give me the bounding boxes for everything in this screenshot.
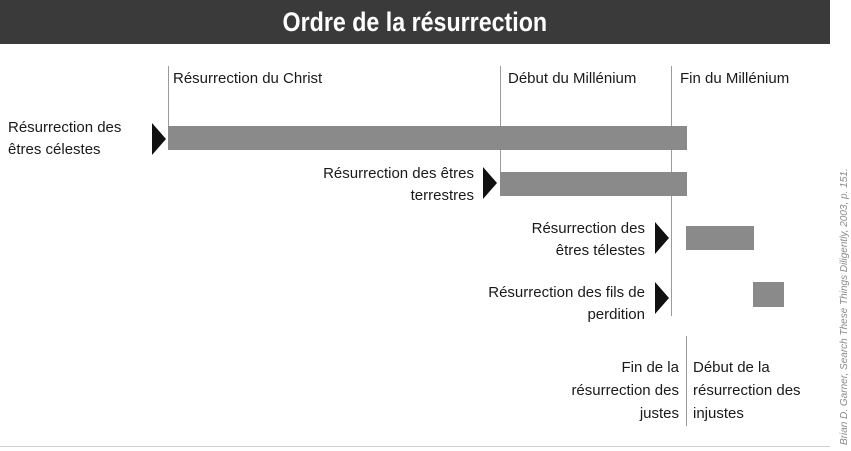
bar-perdition <box>753 282 784 307</box>
bar-terrestrial <box>500 172 687 196</box>
resurrection-divider-line <box>686 336 687 426</box>
diagram-title: Ordre de la résurrection <box>282 6 548 37</box>
source-credit: Brian D. Garner, Search These Things Dil… <box>839 168 850 445</box>
arrow-telestial-icon <box>655 222 669 254</box>
row-label-celestial: Résurrection des êtres célestes <box>8 119 122 158</box>
row-label-terrestrial: Résurrection des êtres terrestres <box>323 165 474 204</box>
bottom-divider <box>0 446 830 447</box>
label-end-just-resurrection: Fin de la résurrection des justes <box>571 359 679 422</box>
bar-celestial <box>168 126 687 150</box>
title-bar: Ordre de la résurrection <box>0 0 830 44</box>
arrow-terrestrial-icon <box>483 167 497 199</box>
marker-millennium-end: Fin du Millénium <box>680 70 790 87</box>
label-start-unjust-resurrection: Début de la résurrection des injustes <box>693 359 801 422</box>
bar-telestial <box>686 226 754 250</box>
marker-christ-resurrection: Résurrection du Christ <box>173 70 323 87</box>
row-label-perdition: Résurrection des fils de perdition <box>488 284 645 323</box>
arrow-perdition-icon <box>655 282 669 314</box>
row-label-telestial: Résurrection des êtres télestes <box>531 220 645 259</box>
marker-millennium-start: Début du Millénium <box>508 70 637 87</box>
arrow-celestial-icon <box>152 123 166 155</box>
christ-resurrection-line <box>168 66 169 150</box>
